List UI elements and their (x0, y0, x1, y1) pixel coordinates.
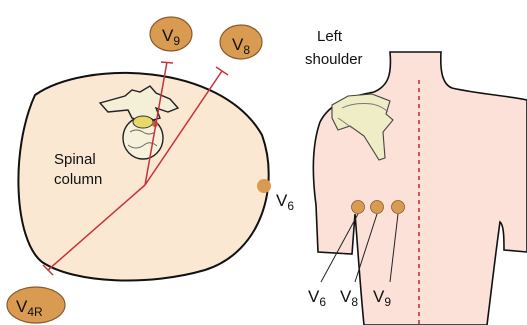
spinal-column-label-line2: column (54, 171, 102, 188)
left-shoulder-label-line1: Left (317, 28, 343, 45)
left-shoulder-label-line2: shoulder (305, 51, 363, 68)
v4r-lead-badge: V4R (7, 287, 65, 323)
v8-lead-badge: V8 (220, 25, 262, 59)
chest-cross-section: Spinal column (18, 62, 271, 280)
back-electrodes (352, 201, 405, 214)
v9-lead-badge: V9 (150, 17, 192, 51)
v8-back-electrode (371, 201, 384, 214)
v9-back-electrode (392, 201, 405, 214)
back-view: V6 V8 V9 Left shoulder (305, 28, 527, 325)
v6-electrode-dot (257, 179, 271, 193)
v9-vector-tick (161, 62, 173, 63)
v6-back-label: V6 (308, 287, 326, 309)
v8-back-label: V8 (340, 287, 358, 309)
spinal-column-label-line1: Spinal (54, 151, 96, 168)
v8-vector-tick (216, 67, 228, 75)
v6-cross-section-label: V6 (276, 191, 294, 213)
back-torso (313, 52, 527, 325)
v6-back-electrode (352, 201, 365, 214)
